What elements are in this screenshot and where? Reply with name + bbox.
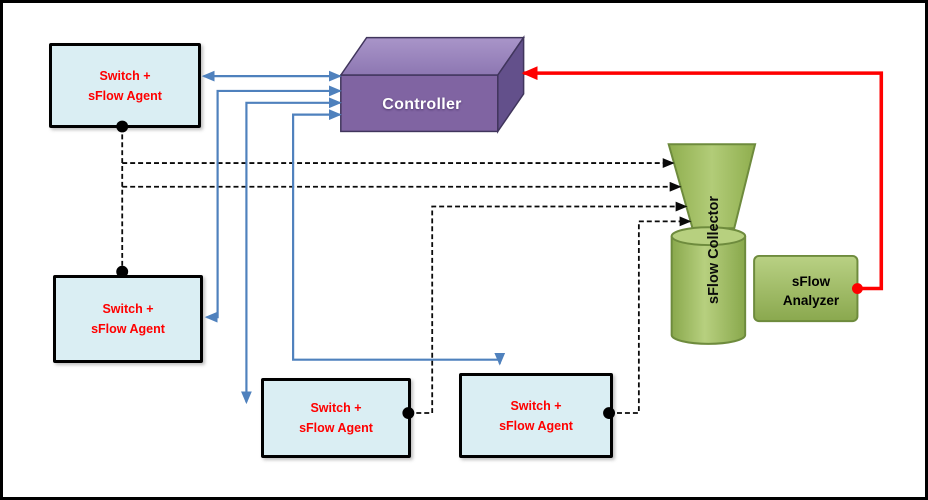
controller-label: Controller (382, 95, 462, 113)
controller-top-face (339, 36, 526, 76)
analyzer-label-line2: Analyzer (782, 293, 840, 308)
switch-4-label-line1: Switch + (510, 398, 562, 413)
analyzer-label-line1: sFlow (791, 274, 831, 290)
switch-box-4: Switch + sFlow Agent (459, 373, 613, 458)
switch-box-3: Switch + sFlow Agent (261, 378, 411, 458)
control-link-switch2-controller (204, 85, 342, 323)
sflow-collector-label: sFlow Collector (706, 196, 722, 304)
switch-3-label-line2: sFlow Agent (299, 421, 373, 435)
control-link-switch3-controller (240, 97, 342, 405)
sflow-analyzer-label: sFlow Analyzer (759, 259, 863, 325)
switch-1-label-line1: Switch + (99, 68, 151, 83)
switch-4-label-line2: sFlow Agent (499, 418, 573, 433)
switch-2-label-line1: Switch + (102, 302, 154, 316)
analytics-link-analyzer-controller (521, 66, 884, 291)
switch-2-label-line2: sFlow Agent (91, 322, 165, 336)
switch-3-label-line1: Switch + (310, 401, 362, 415)
switch-box-2: Switch + sFlow Agent (53, 275, 203, 363)
switch-box-1: Switch + sFlow Agent (49, 43, 201, 128)
controller-side-face (497, 35, 525, 134)
switch-1-label-line2: sFlow Agent (88, 88, 162, 103)
control-link-switch4-controller (292, 109, 506, 366)
sflow-link-switch4-collector (609, 216, 692, 414)
